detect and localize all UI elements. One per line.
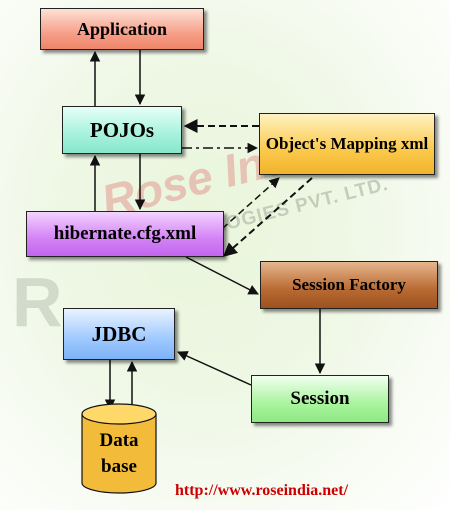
arrow-hibernate-to-mapping: [213, 177, 280, 237]
database-label: Data base: [82, 428, 156, 480]
arrow-session-to-jdbc: [177, 351, 252, 386]
arrow-hibernate-to-session-factory: [185, 256, 259, 295]
session-label: Session: [290, 388, 350, 409]
application-box: Application: [40, 8, 204, 50]
application-label: Application: [76, 18, 168, 39]
jdbc-box: JDBC: [63, 308, 175, 360]
source-url: http://www.roseindia.net/: [175, 482, 349, 499]
arrow-mapping-to-hibernate: [222, 177, 313, 257]
pojos-label: POJOs: [89, 117, 155, 142]
database-label-line-2: base: [101, 456, 137, 477]
object-mapping-xml-box: Object's Mapping xml: [259, 113, 435, 175]
session-factory-label: Session Factory: [292, 275, 406, 294]
database-cylinder: [81, 403, 157, 494]
jdbc-label: JDBC: [91, 321, 147, 346]
object-mapping-xml-label: Object's Mapping xml: [265, 134, 429, 153]
hibernate-cfg-label: hibernate.cfg.xml: [53, 223, 197, 244]
hibernate-cfg-box: hibernate.cfg.xml: [26, 211, 224, 257]
session-factory-box: Session Factory: [260, 261, 438, 309]
watermark-logo: R: [12, 263, 63, 341]
database-label-line-1: Data: [99, 430, 139, 451]
pojos-box: POJOs: [62, 106, 182, 154]
session-box: Session: [251, 375, 389, 423]
